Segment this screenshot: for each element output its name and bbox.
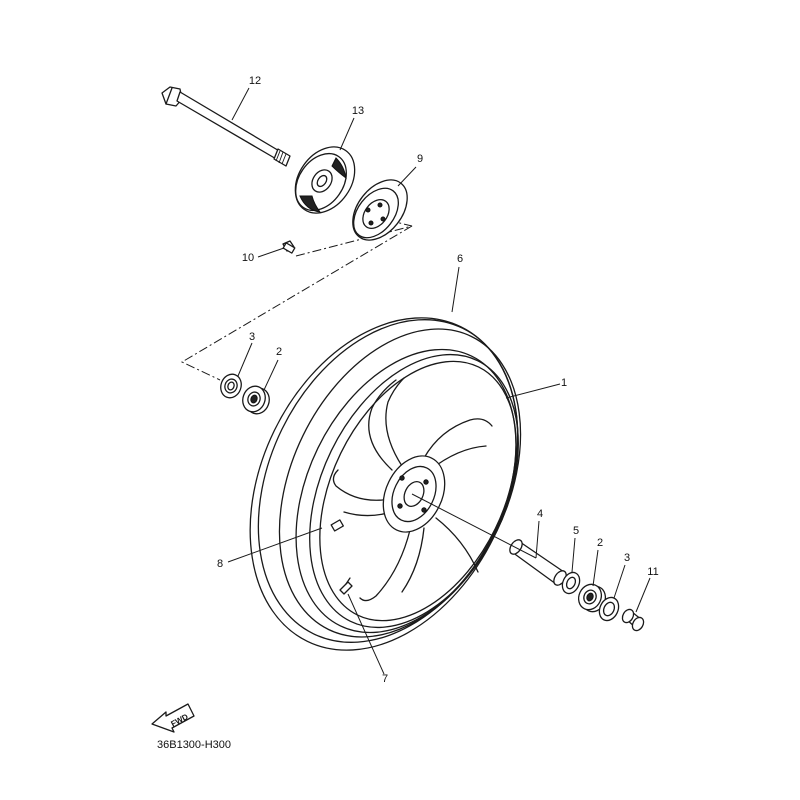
oil-seal-left — [220, 373, 242, 399]
balance-weight — [330, 519, 344, 532]
callout-6: 6 — [457, 253, 463, 265]
side-collar — [621, 608, 645, 632]
leader-lines — [227, 87, 651, 675]
callout-5: 5 — [573, 525, 579, 537]
bearing-right — [577, 583, 607, 613]
callout-11: 11 — [647, 566, 658, 578]
disc-bolt — [282, 240, 296, 254]
oil-seal-right — [598, 596, 620, 622]
front-wheel-axle — [161, 86, 291, 167]
callout-labels: 12 13 9 10 6 3 2 1 4 5 2 3 11 8 7 — [217, 75, 659, 685]
callout-7: 7 — [382, 673, 388, 685]
callout-1: 1 — [561, 377, 567, 389]
callout-9: 9 — [417, 153, 423, 165]
forward-direction-arrow: FWD — [151, 703, 195, 733]
axle-collar — [294, 146, 356, 214]
callout-13: 13 — [352, 105, 364, 117]
brake-disc — [352, 179, 408, 241]
callout-3-left: 3 — [249, 331, 255, 343]
callout-2-left: 2 — [276, 346, 282, 358]
tire-valve — [339, 577, 353, 595]
bearing-left — [242, 385, 270, 415]
callout-3-right: 3 — [624, 552, 630, 564]
callout-4: 4 — [537, 508, 543, 520]
callout-12: 12 — [249, 75, 261, 87]
callout-10: 10 — [242, 252, 254, 264]
drawing-code: 36B1300-H300 — [157, 739, 231, 751]
circlip — [561, 571, 581, 595]
wheel-spacer — [509, 539, 567, 586]
cast-wheel — [295, 348, 519, 634]
callout-8: 8 — [217, 558, 223, 570]
callout-2-right: 2 — [597, 537, 603, 549]
